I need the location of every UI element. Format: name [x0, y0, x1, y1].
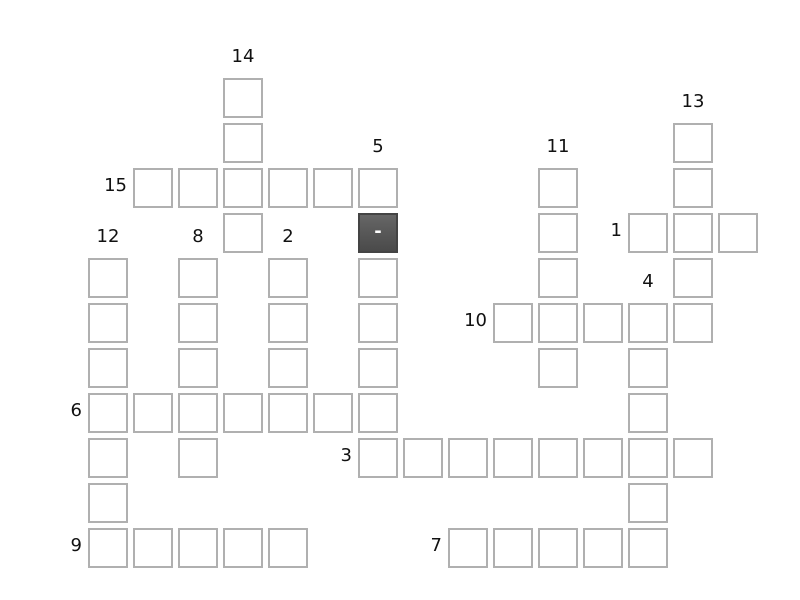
crossword-cell[interactable] — [538, 258, 578, 298]
crossword-cell[interactable] — [268, 393, 308, 433]
crossword-cell[interactable] — [88, 393, 128, 433]
crossword-cell[interactable] — [628, 213, 668, 253]
crossword-cell[interactable] — [673, 258, 713, 298]
crossword-cell[interactable] — [448, 528, 488, 568]
clue-number-1: 1 — [610, 220, 622, 241]
crossword-cell[interactable] — [358, 258, 398, 298]
clue-number-4: 4 — [642, 271, 654, 292]
crossword-cell[interactable] — [673, 303, 713, 343]
clue-number-12: 12 — [96, 226, 120, 247]
crossword-cell[interactable] — [358, 348, 398, 388]
crossword-cell[interactable] — [493, 303, 533, 343]
crossword-cell[interactable] — [223, 528, 263, 568]
crossword-cell[interactable] — [673, 438, 713, 478]
crossword-cell[interactable] — [88, 303, 128, 343]
crossword-cell[interactable] — [358, 393, 398, 433]
crossword-cell[interactable] — [178, 168, 218, 208]
clue-number-6: 6 — [70, 400, 82, 421]
crossword-cell[interactable] — [718, 213, 758, 253]
crossword-cell[interactable] — [538, 303, 578, 343]
crossword-cell[interactable] — [628, 348, 668, 388]
crossword-cell[interactable] — [628, 528, 668, 568]
crossword-cell[interactable] — [583, 303, 623, 343]
crossword-cell[interactable] — [133, 393, 173, 433]
crossword-cell[interactable] — [673, 213, 713, 253]
crossword-cell[interactable] — [538, 213, 578, 253]
clue-number-3: 3 — [340, 445, 352, 466]
crossword-cell[interactable] — [673, 168, 713, 208]
crossword-cell[interactable] — [88, 258, 128, 298]
clue-number-8: 8 — [192, 226, 204, 247]
crossword-cell[interactable] — [538, 168, 578, 208]
clue-number-7: 7 — [430, 535, 442, 556]
crossword-cell[interactable] — [88, 483, 128, 523]
crossword-cell[interactable] — [223, 123, 263, 163]
crossword-cell[interactable] — [583, 528, 623, 568]
crossword-cell[interactable] — [403, 438, 443, 478]
clue-number-13: 13 — [681, 91, 705, 112]
crossword-cell[interactable] — [178, 348, 218, 388]
crossword-cell[interactable] — [268, 168, 308, 208]
crossword-cell[interactable] — [88, 348, 128, 388]
clue-number-9: 9 — [70, 535, 82, 556]
crossword-cell[interactable] — [268, 258, 308, 298]
crossword-cell[interactable] — [358, 168, 398, 208]
crossword-cell[interactable] — [133, 168, 173, 208]
crossword-cell[interactable] — [88, 438, 128, 478]
clue-number-14: 14 — [231, 46, 255, 67]
crossword-cell[interactable] — [538, 438, 578, 478]
crossword-cell-active[interactable]: - — [358, 213, 398, 253]
crossword-cell[interactable] — [358, 438, 398, 478]
crossword-cell[interactable] — [448, 438, 488, 478]
crossword-cell[interactable] — [628, 483, 668, 523]
clue-number-2: 2 — [282, 226, 294, 247]
crossword-cell[interactable] — [583, 438, 623, 478]
clue-number-5: 5 — [372, 136, 384, 157]
crossword-cell[interactable] — [178, 258, 218, 298]
crossword-cell[interactable] — [628, 393, 668, 433]
crossword-cell[interactable] — [178, 393, 218, 433]
crossword-cell[interactable] — [268, 348, 308, 388]
crossword-cell[interactable] — [493, 528, 533, 568]
crossword-cell[interactable] — [493, 438, 533, 478]
crossword-cell[interactable] — [223, 393, 263, 433]
crossword-cell[interactable] — [178, 303, 218, 343]
crossword-cell[interactable] — [313, 393, 353, 433]
crossword-cell[interactable] — [313, 168, 353, 208]
clue-number-11: 11 — [546, 136, 570, 157]
crossword-cell[interactable] — [178, 528, 218, 568]
crossword-cell[interactable] — [178, 438, 218, 478]
crossword-cell[interactable] — [673, 123, 713, 163]
crossword-cell[interactable] — [223, 213, 263, 253]
clue-number-10: 10 — [464, 310, 487, 331]
crossword-cell[interactable] — [628, 303, 668, 343]
crossword-cell[interactable] — [538, 348, 578, 388]
crossword-cell[interactable] — [223, 168, 263, 208]
crossword-cell[interactable] — [133, 528, 173, 568]
clue-number-15: 15 — [104, 175, 127, 196]
crossword-cell[interactable] — [268, 303, 308, 343]
crossword-cell[interactable] — [538, 528, 578, 568]
crossword-cell[interactable] — [268, 528, 308, 568]
crossword-cell[interactable] — [223, 78, 263, 118]
crossword-cell[interactable] — [88, 528, 128, 568]
crossword-cell[interactable] — [628, 438, 668, 478]
crossword-cell[interactable] — [358, 303, 398, 343]
